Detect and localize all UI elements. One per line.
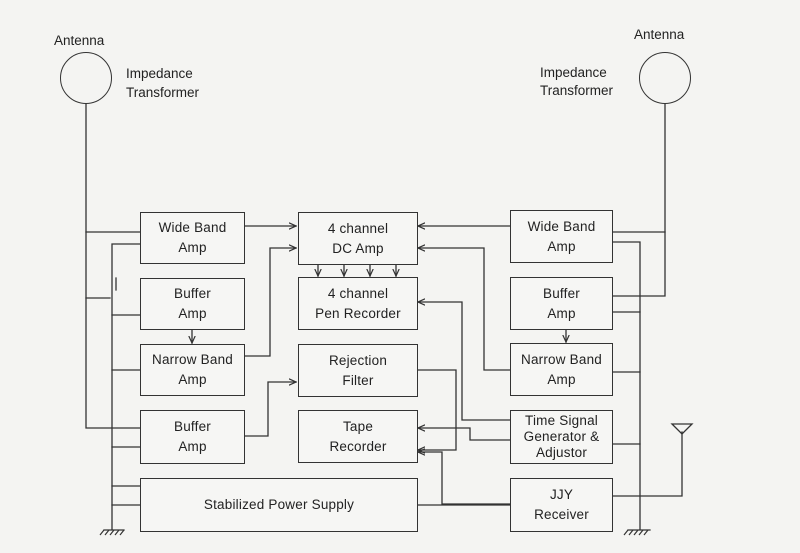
right-bus-taps [611, 311, 683, 497]
pen-recorder: 4 channel Pen Recorder [298, 277, 418, 330]
time-signal-generator: Time Signal Generator & Adjustor [510, 410, 613, 464]
narrowband-right-to-dcamp [418, 248, 511, 371]
buffer-amp-left-upper: Buffer Amp [140, 278, 245, 330]
filter-to-tape [418, 369, 457, 450]
wide-band-amp-right: Wide Band Amp [510, 210, 613, 263]
tape-recorder: Tape Recorder [298, 410, 418, 463]
left-antenna-icon [60, 52, 112, 104]
buffer-amp-left-lower: Buffer Amp [140, 410, 245, 464]
left-antenna-label: Antenna [54, 33, 105, 48]
right-antenna-lead [611, 103, 666, 297]
stabilized-power-supply: Stabilized Power Supply [140, 478, 418, 532]
dc-amp: 4 channel DC Amp [298, 212, 418, 265]
right-transformer-label-1: Impedance [540, 65, 607, 80]
wide-band-amp-left: Wide Band Amp [140, 212, 245, 264]
rejection-filter: Rejection Filter [298, 344, 418, 397]
right-antenna-label: Antenna [634, 27, 685, 42]
left-transformer-label-1: Impedance [126, 66, 193, 81]
right-ground-bus [611, 241, 651, 531]
jjy-receiver: JJY Receiver [510, 478, 613, 532]
left-antenna-lead [85, 103, 141, 429]
right-antenna-icon [639, 52, 691, 104]
right-transformer-label-2: Transformer [540, 83, 614, 98]
timesignal-to-tape [418, 428, 511, 441]
narrow-band-amp-left: Narrow Band Amp [140, 344, 245, 396]
buffer-lower-to-filter [244, 382, 296, 437]
buffer-amp-right: Buffer Amp [510, 277, 613, 330]
left-bus-taps [111, 277, 141, 487]
left-ground-bus [103, 243, 141, 531]
left-transformer-label-2: Transformer [126, 85, 200, 100]
jjy-antenna [670, 423, 694, 435]
jjy-to-tape [418, 452, 511, 505]
timesignal-to-pen [418, 302, 511, 421]
narrowband-left-to-dcamp [244, 248, 296, 357]
narrow-band-amp-right: Narrow Band Amp [510, 343, 613, 396]
